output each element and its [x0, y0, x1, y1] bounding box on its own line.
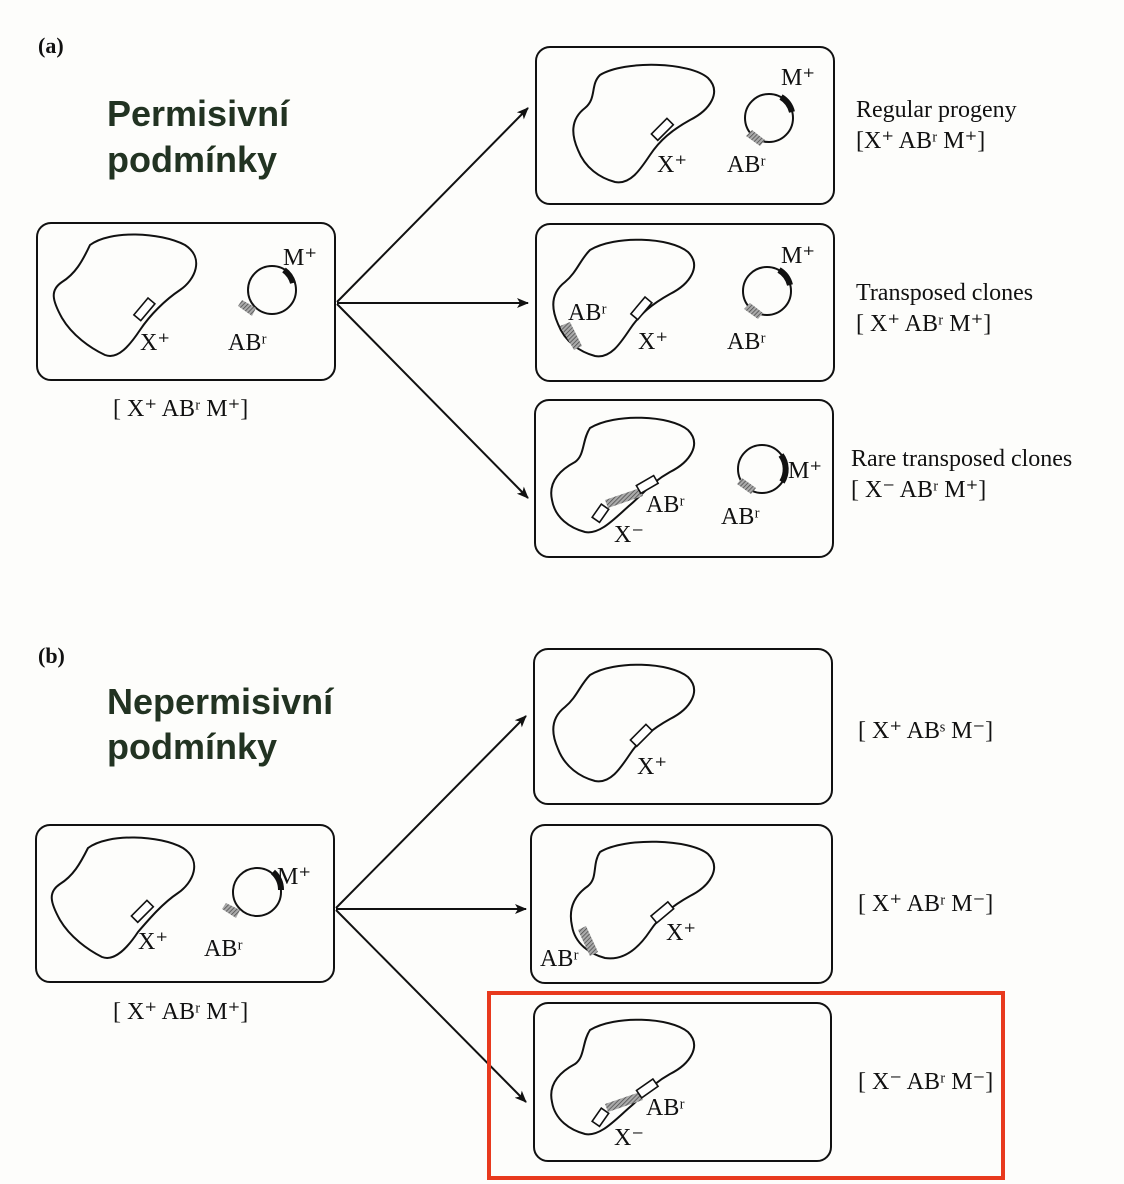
cell-box: [534, 399, 834, 558]
panel-a-letter: (a): [38, 33, 64, 58]
chrom-abr-hatch: [605, 1092, 643, 1112]
plasmid: [232, 867, 282, 917]
label-m: M⁺: [277, 864, 311, 890]
gene-x-part-2: [591, 503, 610, 524]
arrow-a-3: [336, 303, 529, 499]
chrom-abr-hatch: [605, 488, 643, 508]
panel-a-title-line1: Permisivní: [107, 93, 290, 134]
label-chrom-abr: ABʳ: [540, 946, 579, 972]
panel-b-outcome-2: X⁺ ABʳ: [530, 824, 833, 984]
abr-hatch: [746, 130, 765, 146]
panel-b-outcome-1: X⁺: [533, 648, 833, 805]
gene-x: [132, 296, 157, 322]
label-m: M⁺: [788, 458, 822, 484]
arrow-a-1: [336, 107, 529, 303]
panel-a-title-line2: podmínky: [107, 139, 277, 180]
plasmid: [744, 93, 794, 143]
genotype-b-3: [ X⁻ ABʳ M⁻]: [858, 1069, 993, 1095]
genotype-b-1: [ X⁺ ABˢ M⁻]: [858, 718, 993, 744]
panel-b-parent-genotype: [ X⁺ ABʳ M⁺]: [113, 999, 248, 1025]
cell-box: [36, 222, 336, 381]
panel-a-parent-genotype: [ X⁺ ABʳ M⁺]: [113, 396, 248, 422]
chrom-abr-hatch: [578, 926, 598, 956]
panel-a-outcome-3: M⁺ ABʳ X⁻ ABʳ: [534, 399, 834, 558]
genotype-a-2: [ X⁺ ABʳ M⁺]: [856, 311, 991, 337]
label-x: X⁺: [138, 929, 168, 955]
cell-box: [533, 1002, 832, 1162]
label-x: X⁺: [666, 920, 696, 946]
label-abr: ABʳ: [721, 504, 760, 530]
genotype-a-1: [X⁺ ABʳ M⁺]: [856, 128, 985, 154]
arrow-b-3: [335, 909, 527, 1103]
panel-b-letter: (b): [38, 643, 65, 668]
abr-hatch: [744, 303, 763, 319]
caption-a-2: Transposed clones: [856, 280, 1033, 306]
label-x: X⁺: [657, 152, 687, 178]
gene-x: [629, 295, 654, 321]
chromosome: [569, 840, 715, 960]
gene-m-mark: [779, 94, 795, 113]
chromosome: [552, 663, 695, 783]
cell-box: [535, 223, 835, 382]
gene-x: [130, 899, 155, 924]
label-chrom-abr: ABʳ: [646, 492, 685, 518]
cell-box: [533, 648, 833, 805]
gene-m-mark: [777, 267, 793, 286]
gene-x-part-1: [635, 474, 660, 495]
label-x: X⁺: [637, 754, 667, 780]
chrom-abr-hatch: [560, 322, 582, 350]
caption-a-3: Rare transposed clones: [851, 446, 1072, 472]
cell-box: [530, 824, 833, 984]
panel-b-parent-cell: M⁺ X⁺ ABʳ: [35, 824, 335, 983]
gene-x: [649, 900, 675, 925]
label-x: X⁺: [140, 330, 170, 356]
gene-x-part-1: [635, 1077, 660, 1099]
gene-x-part-2: [591, 1107, 610, 1128]
highlight-frame: [487, 991, 1005, 1180]
label-abr: ABʳ: [204, 936, 243, 962]
gene-x: [650, 117, 675, 142]
abr-hatch: [222, 903, 240, 918]
chromosome: [550, 416, 695, 534]
gene-m-mark: [270, 869, 285, 891]
label-x: X⁺: [638, 329, 668, 355]
caption-a-1: Regular progeny: [856, 97, 1017, 123]
gene-m-mark: [282, 267, 296, 285]
label-chrom-abr: ABʳ: [646, 1095, 685, 1121]
chromosome: [552, 238, 695, 358]
panel-a-outcome-2: ABʳ M⁺ X⁺ ABʳ: [535, 223, 835, 382]
genotype-b-2: [ X⁺ ABʳ M⁻]: [858, 891, 993, 917]
panel-a-parent-cell: M⁺ X⁺ ABʳ: [36, 222, 336, 381]
arrow-b-1: [335, 715, 527, 909]
panel-b-title-line2: podmínky: [107, 726, 277, 767]
plasmid: [247, 265, 297, 315]
panel-b-title-line1: Nepermisivní: [107, 681, 334, 722]
label-chrom-abr: ABʳ: [568, 300, 607, 326]
abr-hatch: [238, 300, 256, 316]
panel-a-outcome-1: M⁺ X⁺ ABʳ: [535, 46, 835, 205]
label-m: M⁺: [283, 245, 317, 271]
chromosome: [572, 63, 715, 184]
chromosome: [52, 233, 198, 357]
gene-m-mark: [778, 453, 789, 484]
gene-x: [629, 723, 654, 748]
cell-box: [535, 46, 835, 205]
label-m: M⁺: [781, 243, 815, 269]
panel-b-outcome-3: ABʳ X⁻: [533, 1002, 832, 1162]
chromosome: [50, 836, 196, 959]
label-x: X⁻: [614, 522, 644, 548]
label-m: M⁺: [781, 65, 815, 91]
label-x: X⁻: [614, 1125, 644, 1151]
plasmid: [742, 266, 792, 316]
abr-hatch: [737, 478, 756, 494]
label-abr: ABʳ: [228, 330, 267, 356]
label-abr: ABʳ: [727, 152, 766, 178]
label-abr: ABʳ: [727, 329, 766, 355]
genotype-a-3: [ X⁻ ABʳ M⁺]: [851, 477, 986, 503]
chromosome: [550, 1018, 695, 1136]
cell-box: [35, 824, 335, 983]
